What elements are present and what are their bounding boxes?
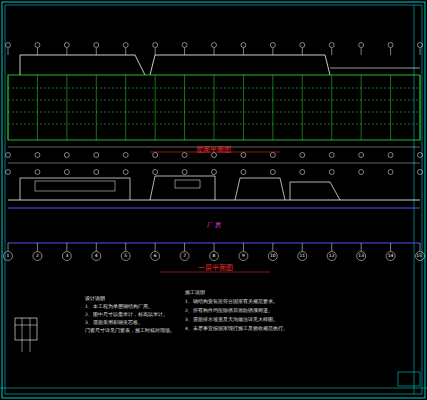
axis-number: 8 (213, 253, 216, 258)
detail (15, 318, 37, 340)
drawing-title: 一层平面图 (198, 265, 233, 272)
building-area: 厂 房 (8, 210, 420, 241)
axis-number: 14 (388, 253, 394, 258)
axis-number: 13 (358, 253, 364, 258)
axis-number: 11 (299, 253, 305, 258)
construction-note: 1、钢结构安装应符合国家有关规范要求。 (185, 299, 278, 304)
area-label: 厂 房 (205, 221, 223, 230)
axis-number: 6 (154, 253, 157, 258)
axis-number: 5 (124, 253, 127, 258)
axis-number: 15 (416, 253, 422, 258)
axis-number: 9 (242, 253, 245, 258)
design-note: 2、图中尺寸以毫米计，标高以米计。 (85, 312, 168, 317)
construction-note: 3、屋面排水坡度及天沟做法详见大样图。 (185, 317, 278, 322)
design-note: 设计说明 (85, 296, 105, 301)
axis-number: 1 (7, 253, 10, 258)
axis-number: 4 (95, 253, 98, 258)
construction-note: 4、未尽事宜按国家现行施工及验收规范执行。 (185, 326, 288, 331)
roof-plan (8, 75, 420, 140)
axis-number: 12 (329, 253, 335, 258)
axis-number: 10 (270, 253, 276, 258)
design-note: 门窗尺寸详见门窗表，施工时核对现场。 (85, 328, 175, 333)
roof-outline (20, 55, 145, 75)
design-note: 1、本工程为单层钢结构厂房。 (85, 304, 153, 309)
inner-frame (5, 5, 422, 394)
construction-note: 2、所有构件均应除锈后涂防锈漆两道。 (185, 308, 273, 313)
construction-note: 施工说明 (185, 290, 205, 295)
axis-number: 7 (183, 253, 186, 258)
axis-number: 2 (36, 253, 39, 258)
axis-number: 3 (65, 253, 68, 258)
design-note: 3、屋面采用彩钢夹芯板。 (85, 320, 143, 325)
drawing-title: 屋面平面图 (196, 147, 231, 154)
roof-outline (150, 55, 330, 75)
